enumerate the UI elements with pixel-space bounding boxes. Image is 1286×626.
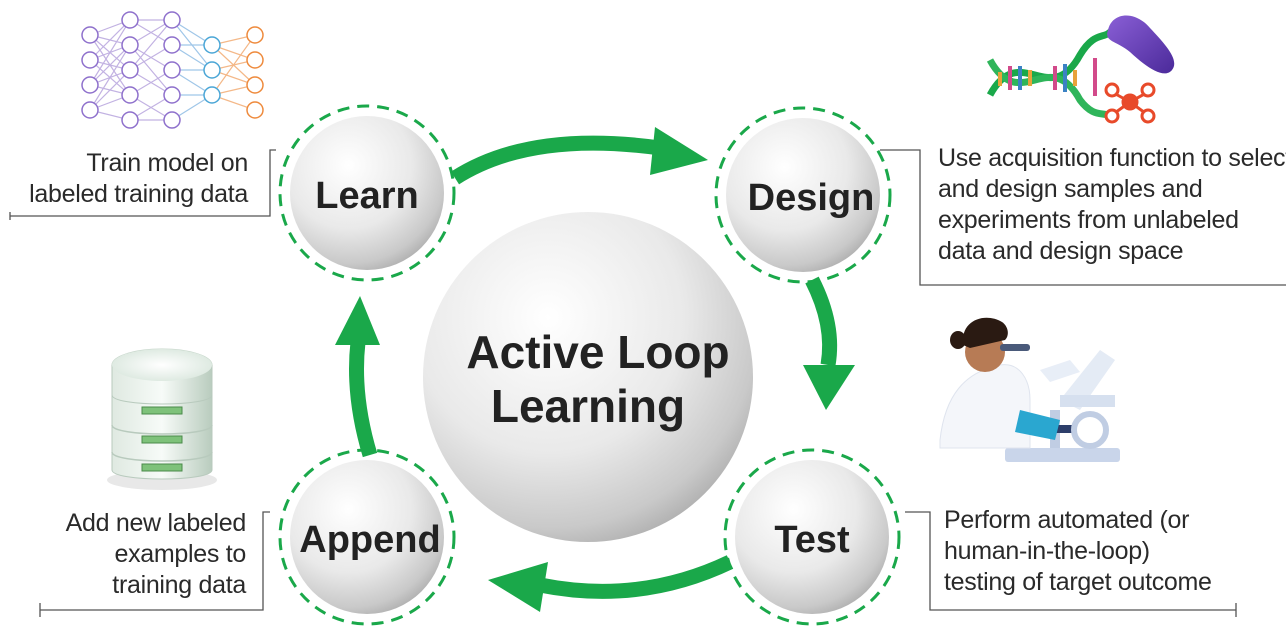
design-description: Use acquisition function to select and d… (938, 143, 1286, 267)
learn-connector (9, 149, 276, 220)
learn-description: Train model on labeled training data (20, 148, 248, 210)
database-icon (107, 348, 217, 490)
node-learn-label: Learn (315, 175, 418, 217)
design-description-line: Use acquisition function to select (938, 144, 1286, 172)
node-learn: Learn (278, 104, 456, 282)
node-test-label: Test (774, 519, 850, 561)
arrow-append-to-learn (349, 341, 378, 458)
arrow-learn-to-design (450, 135, 662, 185)
neural-network-icon (81, 11, 264, 129)
node-design-label: Design (748, 177, 875, 219)
append-description-line: examples to (114, 540, 247, 568)
learn-description-line: Train model on (86, 149, 248, 177)
arrowhead-learn (335, 296, 380, 345)
center-title-line1: Active Loop (466, 326, 729, 378)
cycle-arrows (349, 135, 838, 599)
node-append: Append (278, 448, 456, 626)
design-connector (880, 149, 1286, 286)
design-description-line: data and design space (938, 237, 1184, 265)
node-append-label: Append (299, 519, 440, 561)
dna-icon (986, 27, 1115, 121)
arrow-heads (335, 127, 855, 612)
append-description: Add new labeled examples to training dat… (40, 508, 247, 601)
center-title-line2: Learning (491, 380, 685, 432)
arrowhead-test (803, 365, 855, 410)
scientist-microscope-icon (939, 317, 1120, 462)
arrowhead-design (650, 127, 708, 175)
append-description-line: training data (112, 571, 246, 599)
test-description-line: human-in-the-loop) (944, 537, 1150, 565)
design-description-line: experiments from unlabeled (938, 206, 1239, 234)
test-description-line: Perform automated (or (944, 506, 1190, 534)
test-description-line: testing of target outcome (944, 568, 1212, 596)
center-node: Active Loop Learning (423, 212, 753, 542)
design-description-line: and design samples and (938, 175, 1203, 203)
bacteria-icon (1107, 15, 1175, 74)
learn-description-line: labeled training data (29, 180, 248, 208)
arrow-test-to-append (538, 555, 734, 599)
append-connector (39, 511, 270, 617)
append-description-line: Add new labeled (65, 509, 247, 537)
connector-lines (9, 149, 1286, 617)
arrow-design-to-test (805, 276, 838, 367)
dna-bacteria-molecule-icon (986, 15, 1175, 124)
node-design: Design (714, 106, 892, 284)
molecule-icon (1104, 82, 1156, 124)
node-test: Test (723, 448, 901, 626)
arrowhead-append (488, 562, 548, 612)
test-connector (905, 511, 1237, 617)
test-description: Perform automated (or human-in-the-loop)… (944, 505, 1264, 598)
